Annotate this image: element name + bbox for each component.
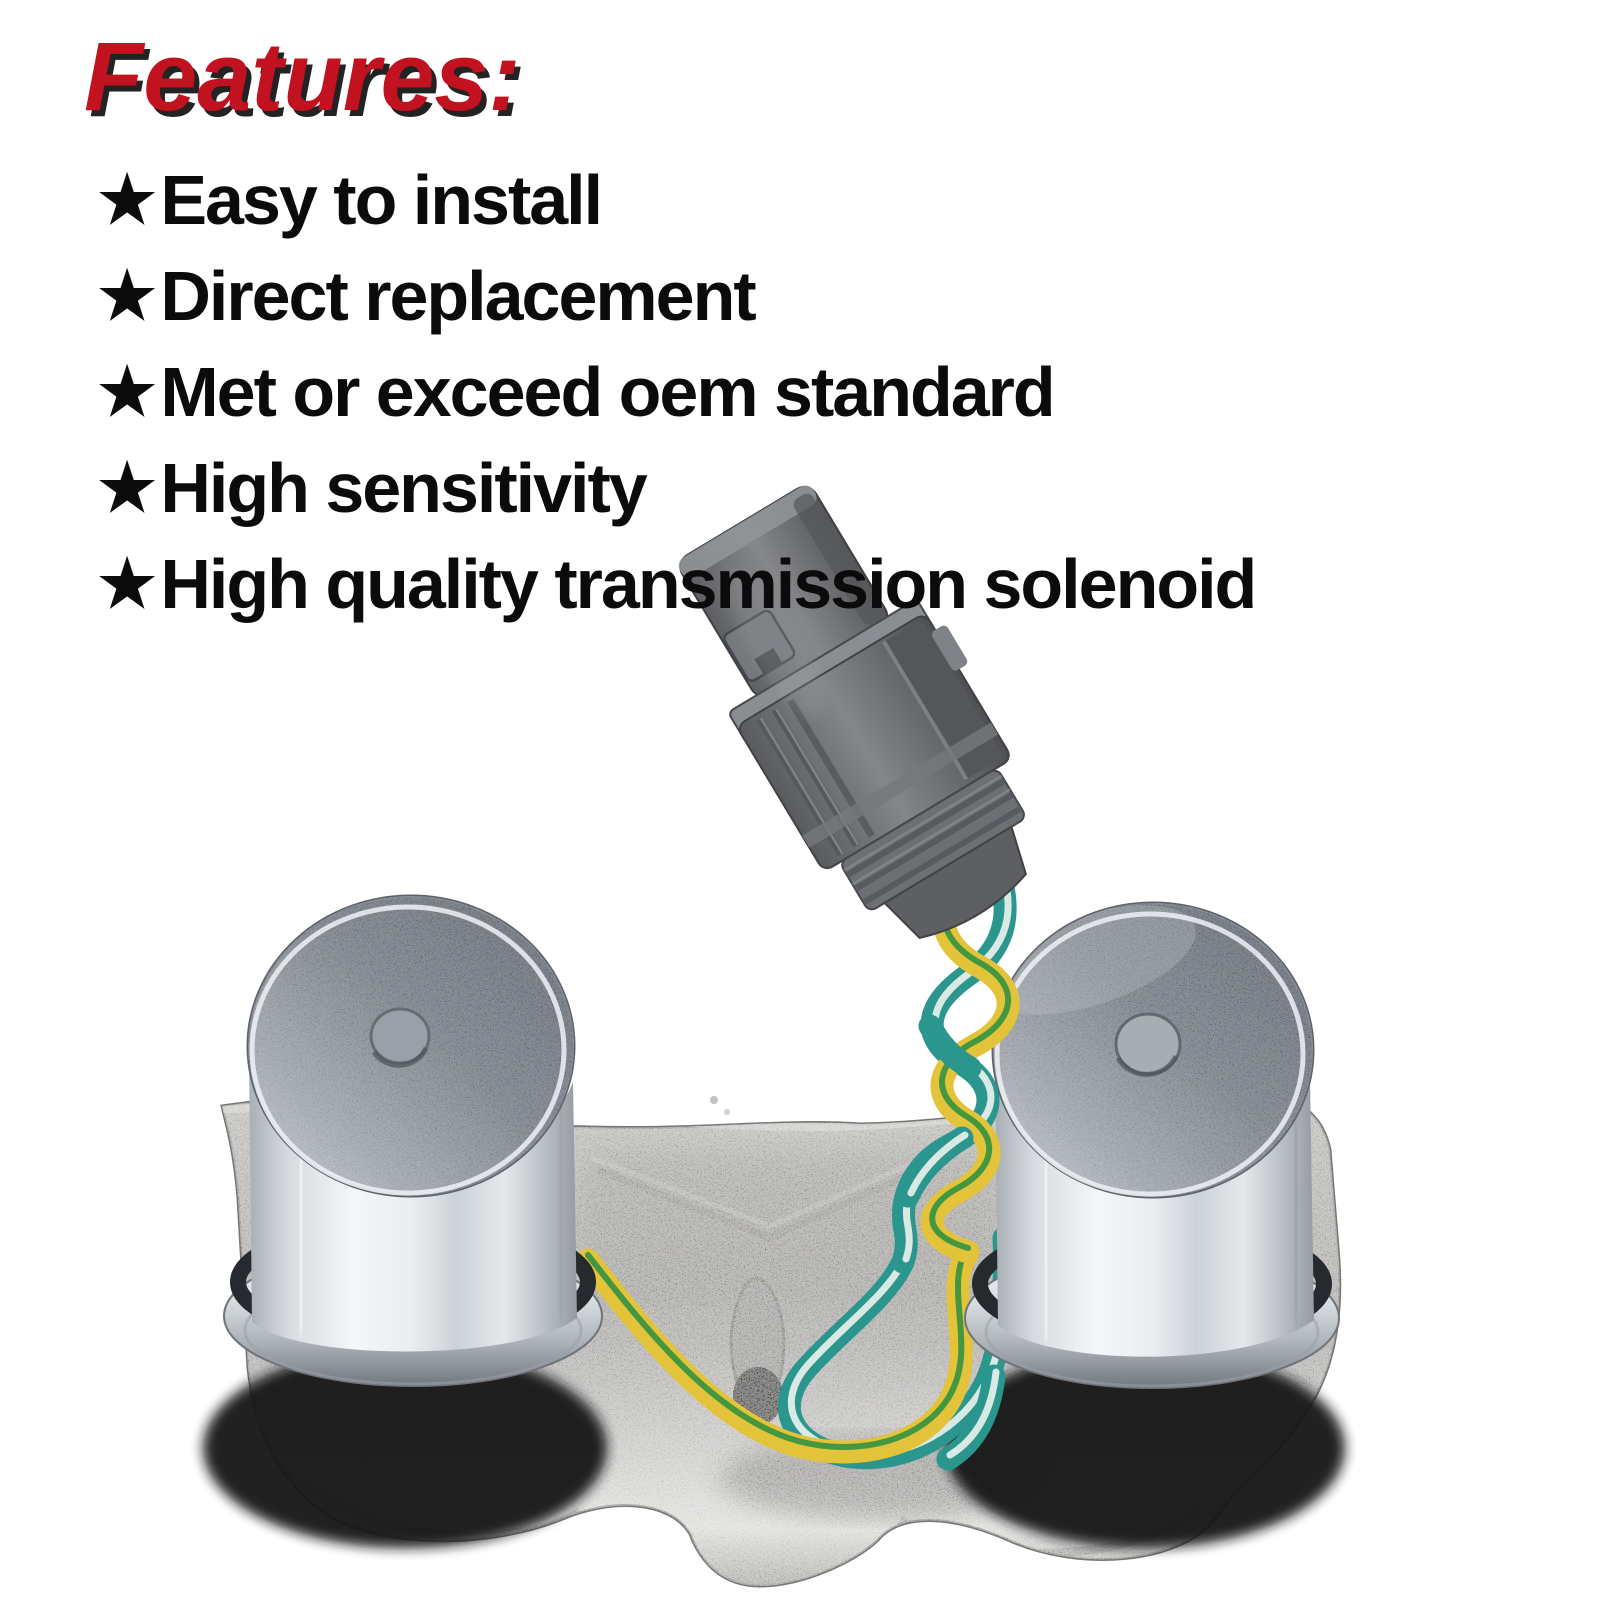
solenoid-right (964, 901, 1340, 1389)
page-title: Features: (84, 22, 521, 131)
feature-item: ★ High quality transmission solenoid (98, 536, 1257, 632)
star-icon: ★ (98, 163, 157, 236)
wire-yellow-chain-stripe (929, 875, 1011, 1251)
wire-teal-chain-over (918, 1014, 982, 1080)
dust-speck (724, 1109, 730, 1115)
feature-list: ★ Easy to install ★ Direct replacement ★… (98, 152, 1257, 632)
connector-boot (882, 825, 1027, 940)
feature-item: ★ Easy to install (98, 152, 1255, 248)
connector-plug (678, 485, 1027, 940)
feature-item-label: High quality transmission solenoid (160, 545, 1257, 623)
feature-item-label: Direct replacement (160, 257, 756, 335)
feature-item: ★ Met or exceed oem standard (98, 344, 1255, 440)
wire-yellow-stripe (585, 1244, 971, 1450)
feature-item-label: Met or exceed oem standard (160, 353, 1055, 431)
connector-latch-bump (931, 625, 968, 671)
star-icon: ★ (98, 547, 157, 620)
feature-item: ★ High sensitivity (98, 440, 1255, 536)
star-icon: ★ (98, 259, 157, 332)
solenoid-right-body (995, 1062, 1314, 1357)
feature-item-label: High sensitivity (160, 449, 647, 527)
solenoid-left (223, 894, 603, 1387)
feature-item-label: Easy to install (160, 161, 603, 239)
star-icon: ★ (98, 451, 157, 524)
solenoid-left-shadow (203, 1348, 607, 1548)
solenoid-left-body (249, 1058, 577, 1352)
wire-teal-chain-over-stripe (907, 1131, 969, 1197)
feature-item: ★ Direct replacement (98, 248, 1255, 344)
wire-twisted-pair (891, 840, 1020, 1274)
wire-teal-over-stripe (946, 1368, 1000, 1459)
wire-teal-chain-stripe (902, 845, 1012, 1263)
star-icon: ★ (98, 355, 157, 428)
solenoid-right-shadow (945, 1348, 1345, 1548)
dust-speck (710, 1096, 718, 1104)
